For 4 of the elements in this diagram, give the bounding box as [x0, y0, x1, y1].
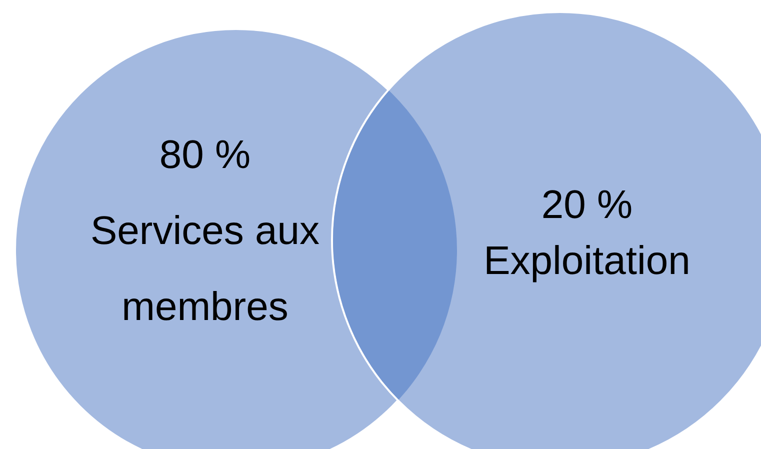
- percentage-label: 80 %: [159, 132, 251, 179]
- circle-label: Exploitation: [484, 238, 690, 285]
- percentage-label: 20 %: [541, 182, 633, 229]
- circle-label: Services aux membres: [90, 208, 320, 331]
